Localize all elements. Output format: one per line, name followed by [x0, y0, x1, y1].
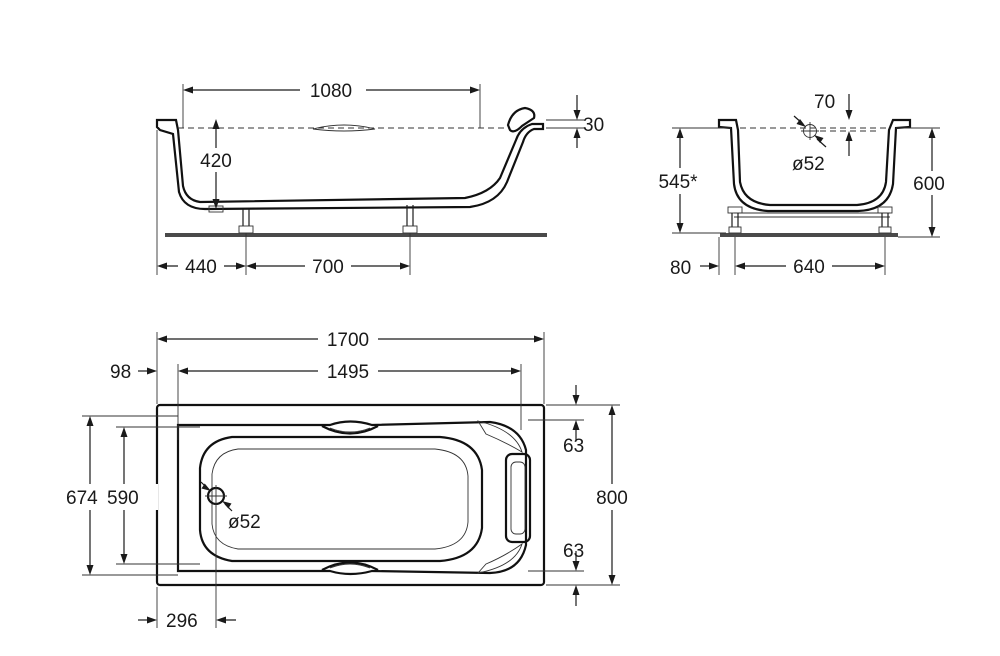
- side-view-dim-700-arrow-left: [246, 262, 256, 270]
- plan-view-inner-basin: [176, 420, 528, 576]
- end-view-drain-arrow-2: [814, 135, 824, 143]
- side-view-dim-1080-arrow-right: [470, 86, 480, 94]
- side-view: 1080 420 30 440 700: [155, 78, 604, 278]
- plan-view-dim-63-top-text: 63: [563, 436, 584, 457]
- side-view-dim-1080-text: 1080: [310, 81, 352, 102]
- plan-view-dim-800-text: 800: [596, 488, 628, 509]
- side-view-dim-420-arrow-bottom: [212, 199, 220, 209]
- side-view-dim-440-text: 440: [185, 257, 217, 278]
- plan-view-drain-diameter-text: ø52: [228, 512, 261, 533]
- plan-view-dim-674-text: 674: [66, 488, 98, 509]
- plan-view-handle-top-inner: [329, 427, 371, 433]
- plan-view-handle-bottom-inner: [329, 563, 371, 569]
- end-view-dim-545-arrow-bottom: [676, 223, 684, 233]
- plan-view-dim-296-text: 296: [166, 611, 198, 632]
- plan-view-dim-1700-text: 1700: [327, 330, 369, 351]
- plan-view-dim-590-arrow-top: [120, 427, 128, 437]
- end-view-dim-640-text: 640: [793, 257, 825, 278]
- side-view-dim-30-arrow-bottom: [573, 128, 581, 138]
- plan-view-dim-1495-arrow-right: [511, 367, 521, 375]
- side-view-leg-left: [238, 209, 254, 234]
- side-view-dim-1080-arrow-left: [183, 86, 193, 94]
- end-view-dim-545-arrow-top: [676, 128, 684, 138]
- end-view-dim-640-arrow-left: [735, 262, 745, 270]
- plan-view-headrest-curve-top: [477, 420, 523, 453]
- end-view-leg-left: [727, 206, 743, 234]
- end-view-drain-diameter-text: ø52: [792, 154, 825, 175]
- end-view-dim-600-arrow-bottom: [928, 227, 936, 237]
- plan-view-dim-800-arrow-bottom: [608, 575, 616, 585]
- plan-view-handle-top: [321, 425, 379, 435]
- plan-view-dim-63-bottom-text: 63: [563, 541, 584, 562]
- plan-view-drain-arrow-1: [201, 483, 211, 491]
- plan-view-dim-98-text: 98: [110, 362, 131, 383]
- end-view-leg-right: [877, 206, 893, 234]
- plan-view-dim-1700-arrow-left: [157, 335, 167, 343]
- side-view-dim-30-arrow-top: [573, 110, 581, 120]
- side-view-dim-440-arrow-left: [157, 262, 167, 270]
- side-view-tub-body: [155, 118, 545, 211]
- end-view-dim-545-text: 545*: [658, 172, 698, 193]
- plan-view-dim-98-arrow: [147, 367, 157, 375]
- plan-view-headrest-cushion-inner: [510, 461, 526, 535]
- plan-view-dim-674-arrow-bottom: [86, 565, 94, 575]
- end-view-tub-body: [717, 118, 912, 213]
- end-view-dim-70-arrow-bottom: [845, 131, 853, 141]
- side-view-dim-30-text: 30: [583, 115, 604, 136]
- plan-view-floor-inner: [211, 448, 469, 550]
- plan-view-drain-arrow-2: [222, 501, 232, 509]
- side-view-dim-700-text: 700: [312, 257, 344, 278]
- plan-view-dim-1495-text: 1495: [327, 362, 369, 383]
- end-view-dim-80-arrow: [709, 262, 719, 270]
- plan-view-dim-1495-arrow-left: [178, 367, 188, 375]
- side-view-dim-700-arrow-right: [400, 262, 410, 270]
- plan-view-dim-296-arrow-right: [216, 616, 226, 624]
- end-view-dim-600-arrow-top: [928, 128, 936, 138]
- plan-view-headrest-curve-bottom: [476, 542, 523, 574]
- plan-view-dim-63-bottom-arrow-1: [572, 561, 580, 571]
- end-view-drain-arrow-1: [796, 119, 806, 127]
- plan-view: ø52 1700 1495 98 674 590: [64, 327, 634, 632]
- side-view-headrest: [506, 106, 536, 133]
- plan-view-dim-63-top-arrow-2: [572, 420, 580, 430]
- plan-view-handle-bottom: [321, 561, 379, 571]
- plan-view-dim-63-top-arrow-1: [572, 395, 580, 405]
- plan-view-dim-800-arrow-top: [608, 405, 616, 415]
- end-view-dim-70-text: 70: [814, 92, 835, 113]
- side-view-dim-420-arrow-top: [212, 119, 220, 129]
- side-view-leg-right: [402, 205, 418, 234]
- end-view-dim-600-text: 600: [913, 174, 945, 195]
- plan-view-dim-590-arrow-bottom: [120, 554, 128, 564]
- side-view-floor: [165, 233, 547, 237]
- plan-view-dim-674-arrow-top: [86, 416, 94, 426]
- end-view-floor: [720, 233, 898, 237]
- plan-view-dim-1700-arrow-right: [534, 335, 544, 343]
- end-view-dim-640-arrow-right: [875, 262, 885, 270]
- side-view-handle: [312, 124, 376, 132]
- plan-view-floor-shape: [198, 435, 484, 563]
- plan-view-dim-590-text: 590: [107, 488, 139, 509]
- plan-view-dim-63-bottom-arrow-2: [572, 585, 580, 595]
- plan-view-dim-296-arrow-left: [147, 616, 157, 624]
- plan-view-headrest-cushion: [504, 452, 532, 544]
- side-view-dim-420-text: 420: [200, 151, 232, 172]
- side-view-dim-440-arrow-right: [236, 262, 246, 270]
- end-view-dim-70-arrow-top: [845, 110, 853, 120]
- end-view: ø52 70 545*: [652, 92, 950, 279]
- end-view-dim-80-text: 80: [670, 258, 691, 279]
